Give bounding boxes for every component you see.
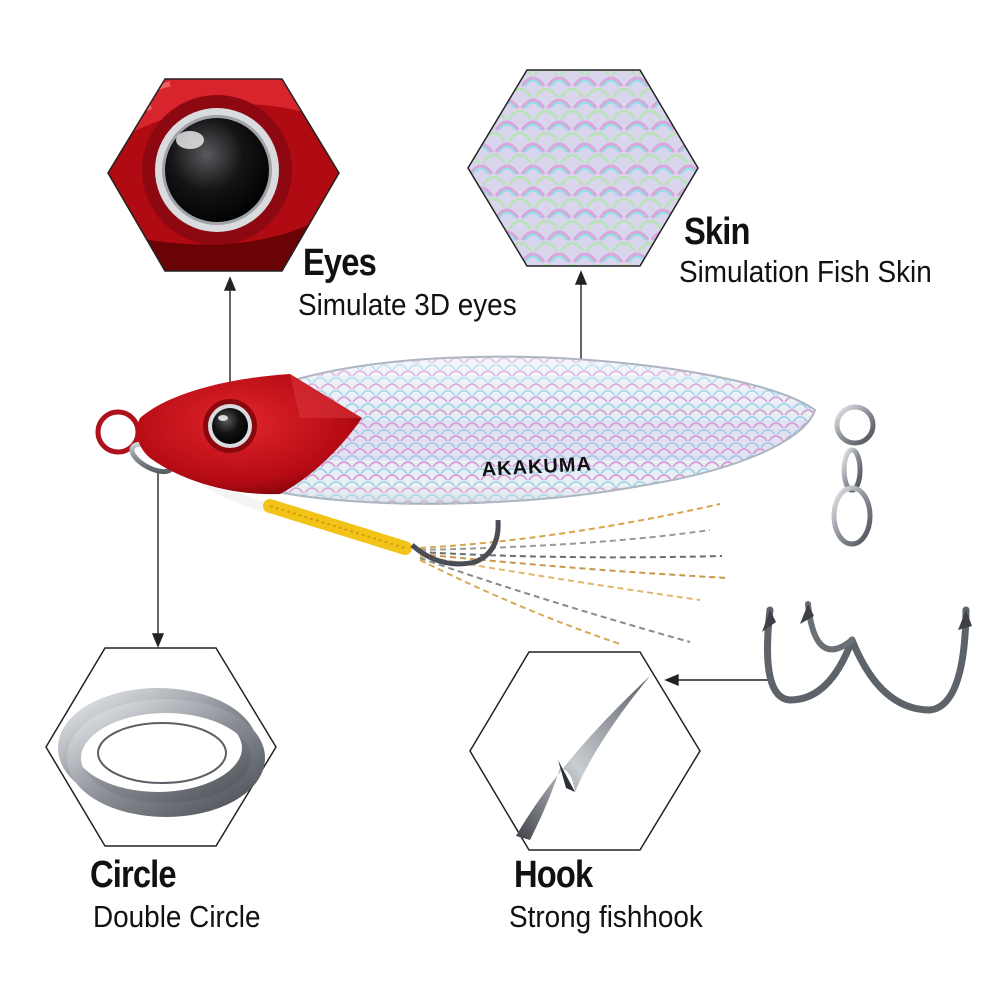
- connector-circle: [151, 470, 165, 648]
- feature-eyes-title: Eyes: [303, 242, 377, 284]
- eye-closeup-icon: [107, 78, 340, 272]
- feature-skin-desc: Simulation Fish Skin: [679, 254, 932, 289]
- feature-eyes: Eyes Simulate 3D eyes: [298, 242, 541, 322]
- split-ring-closeup-icon: [45, 647, 277, 847]
- jig-body: AKAKUMA: [256, 355, 817, 505]
- feature-circle-desc: Double Circle: [93, 899, 261, 934]
- connector-eyes: [223, 276, 237, 398]
- feature-hook-title: Hook: [514, 854, 593, 896]
- jig-head: [136, 374, 362, 495]
- feature-hook: Hook Strong fishhook: [509, 854, 724, 934]
- feature-circle: Circle Double Circle: [90, 856, 279, 934]
- feature-hook-desc: Strong fishhook: [509, 899, 703, 934]
- treble-hook: [762, 404, 972, 714]
- skirt-feathers: [419, 503, 729, 645]
- feature-skin-title: Skin: [684, 211, 750, 253]
- connector-hook: [664, 673, 768, 687]
- fish-scale-closeup-icon: [467, 69, 699, 267]
- hook-barb-closeup-icon: [469, 651, 701, 851]
- feature-circle-title: Circle: [90, 854, 177, 896]
- feature-skin: Skin Simulation Fish Skin: [679, 211, 960, 289]
- feature-eyes-desc: Simulate 3D eyes: [298, 287, 517, 322]
